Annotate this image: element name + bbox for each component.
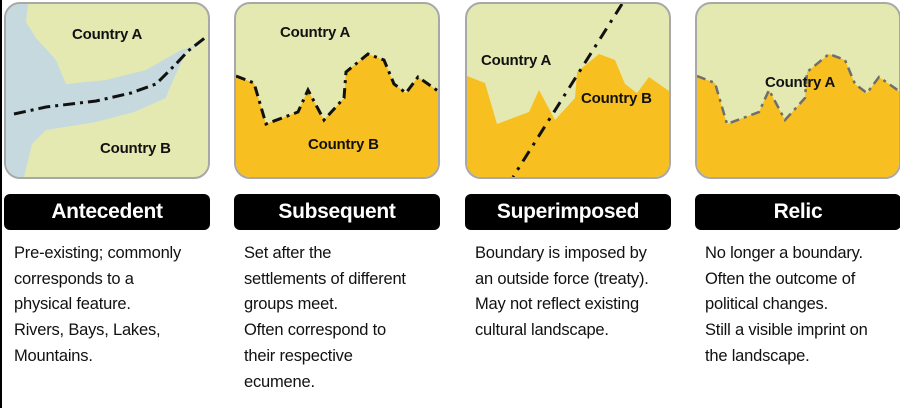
relic-map-illustration — [697, 52, 899, 177]
country-a-label: Country A — [280, 24, 351, 41]
description-line: the landscape. — [705, 346, 810, 365]
boundary-line — [511, 4, 624, 177]
subsequent-diagram: Country A Country B — [234, 2, 440, 179]
superimposed-map-illustration — [467, 4, 669, 177]
description-line: Pre-existing; commonly — [14, 244, 182, 262]
description-line: political changes. — [705, 295, 828, 314]
subsequent-description: Set after the settlements of different g… — [244, 241, 444, 395]
country-b-label: Country B — [581, 90, 652, 107]
description-line: Rivers, Bays, Lakes, — [14, 321, 161, 340]
country-area — [697, 54, 899, 177]
description-line: May not reflect existing — [475, 295, 639, 314]
description-line: ecumene. — [244, 372, 315, 391]
superimposed-diagram: Country A Country B — [465, 2, 671, 179]
country-b-area — [236, 54, 438, 177]
description-line: Often correspond to — [244, 321, 387, 340]
river-water — [6, 4, 201, 177]
relic-description: No longer a boundary. Often the outcome … — [705, 241, 900, 370]
description-line: their respective — [244, 346, 353, 365]
antecedent-label: Antecedent — [4, 194, 210, 230]
description-line: groups meet. — [244, 295, 338, 314]
description-line: an outside force (treaty). — [475, 269, 649, 288]
country-a-label: Country A — [481, 52, 552, 69]
description-line: physical feature. — [14, 295, 131, 314]
boundary-line — [13, 35, 207, 116]
country-b-label: Country B — [100, 140, 171, 157]
antecedent-map-illustration — [6, 4, 207, 177]
description-line: No longer a boundary. — [705, 244, 863, 262]
superimposed-description: Boundary is imposed by an outside force … — [475, 241, 675, 344]
country-a-label: Country A — [72, 26, 143, 43]
description-line: Still a visible imprint on — [705, 321, 868, 340]
relic-diagram: Country A — [695, 2, 900, 179]
country-b-area — [467, 54, 669, 177]
subsequent-label: Subsequent — [234, 194, 440, 230]
relic-label: Relic — [695, 194, 900, 230]
subsequent-map-illustration — [236, 52, 438, 177]
antecedent-description: Pre-existing; commonly corresponds to a … — [14, 241, 214, 370]
description-line: Set after the — [244, 244, 332, 262]
image-left-border — [0, 0, 2, 408]
description-line: cultural landscape. — [475, 321, 609, 340]
description-line: settlements of different — [244, 269, 406, 288]
description-line: Often the outcome of — [705, 269, 856, 288]
country-b-label: Country B — [308, 136, 379, 153]
antecedent-diagram: Country A Country B — [4, 2, 210, 179]
country-a-label: Country A — [765, 74, 836, 91]
description-line: Mountains. — [14, 346, 93, 365]
description-line: corresponds to a — [14, 269, 134, 288]
superimposed-label: Superimposed — [465, 194, 671, 230]
relic-boundary-line — [697, 52, 899, 126]
description-line: Boundary is imposed by — [475, 244, 647, 262]
